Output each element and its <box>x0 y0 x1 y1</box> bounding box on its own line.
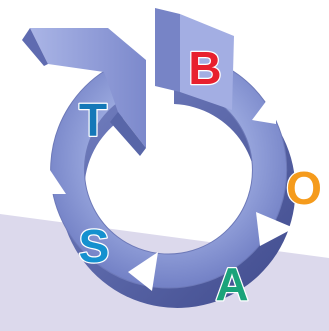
ring-body <box>50 51 288 289</box>
triangle-arrow-icon <box>28 170 66 194</box>
triangle-arrow-icon <box>252 88 276 124</box>
ring-start-block <box>155 8 234 110</box>
letter-t: T <box>79 94 107 146</box>
letter-s: S <box>79 220 110 272</box>
letter-b: B <box>188 42 221 94</box>
letter-a: A <box>215 258 248 310</box>
letter-o: O <box>286 162 322 214</box>
triangle-arrow-icon <box>256 212 294 246</box>
ring-arrow-tail <box>22 28 146 156</box>
triangle-arrow-icon <box>128 252 158 291</box>
